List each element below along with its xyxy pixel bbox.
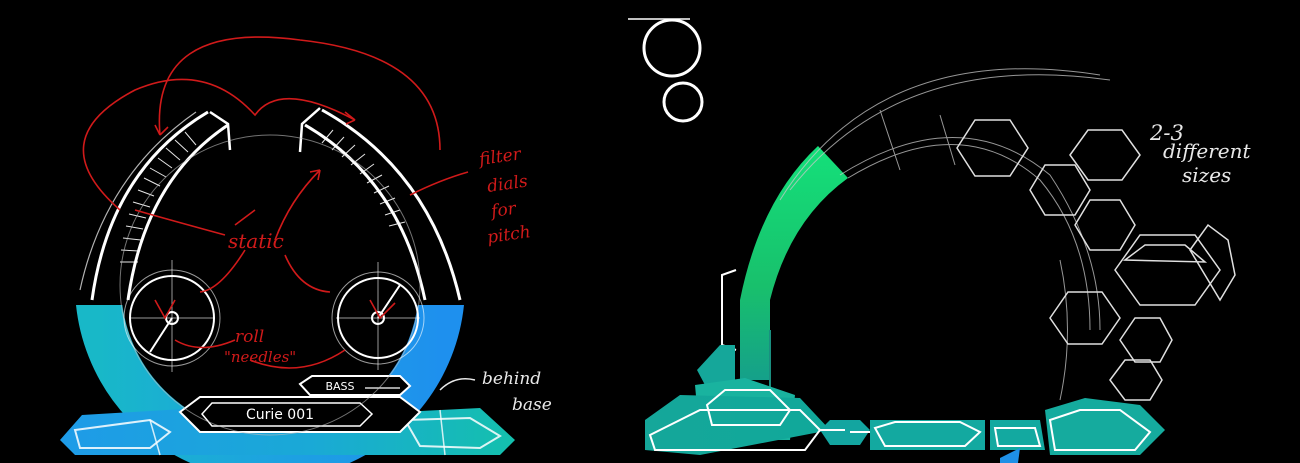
white-annotations-left: behind base — [439, 369, 552, 415]
roll-needle-dial-left — [123, 260, 221, 372]
white-annotations-right: 2-3 different sizes — [1149, 121, 1251, 187]
bass-plate: BASS — [298, 375, 412, 396]
name-plate-label: Curie 001 — [246, 407, 314, 423]
annotation-sizes: sizes — [1182, 163, 1231, 187]
annotation-for: for — [488, 199, 518, 223]
circle-small — [662, 81, 704, 123]
red-annotations: filter dials for pitch static roll "need… — [224, 144, 532, 366]
hexagon — [1119, 317, 1173, 363]
ring-guide-lines — [779, 68, 1111, 401]
size-reference-circles — [628, 18, 704, 123]
filter-dial-left — [79, 110, 232, 301]
inner-guide-ring — [119, 134, 421, 436]
right-base-platform — [645, 345, 1165, 463]
hexagon — [1074, 199, 1136, 251]
annotation-dials: dials — [486, 171, 529, 196]
hexagon — [1122, 244, 1208, 263]
lower-ring — [76, 305, 464, 463]
annotation-pitch: pitch — [486, 222, 532, 248]
hexagon-large — [1114, 234, 1221, 306]
hexagon — [1069, 129, 1141, 181]
hexagon — [1109, 359, 1163, 401]
annotation-roll: roll — [235, 327, 264, 347]
hexagon-cluster — [956, 119, 1236, 401]
annotation-needles: "needles" — [224, 348, 296, 366]
annotation-2-3: 2-3 — [1149, 121, 1184, 145]
annotation-behind: behind — [482, 369, 541, 389]
green-ring-arc — [721, 146, 848, 395]
circle-large — [642, 18, 702, 78]
red-annotation-lines — [82, 36, 469, 369]
annotation-static: static — [228, 229, 284, 253]
annotation-different: different — [1163, 139, 1251, 163]
hexagon — [1189, 223, 1236, 302]
bass-label: BASS — [325, 380, 354, 393]
annotation-base: base — [512, 395, 552, 415]
hexagon — [1029, 164, 1091, 216]
name-plate: Curie 001 — [178, 396, 422, 433]
hexagon — [1049, 291, 1121, 345]
right-sketch: 2-3 different sizes — [628, 18, 1251, 463]
left-sketch: Curie 001 BASS — [60, 36, 552, 463]
filter-dial-right — [298, 107, 462, 301]
hexagon — [956, 119, 1029, 177]
annotation-filter: filter — [476, 144, 523, 170]
